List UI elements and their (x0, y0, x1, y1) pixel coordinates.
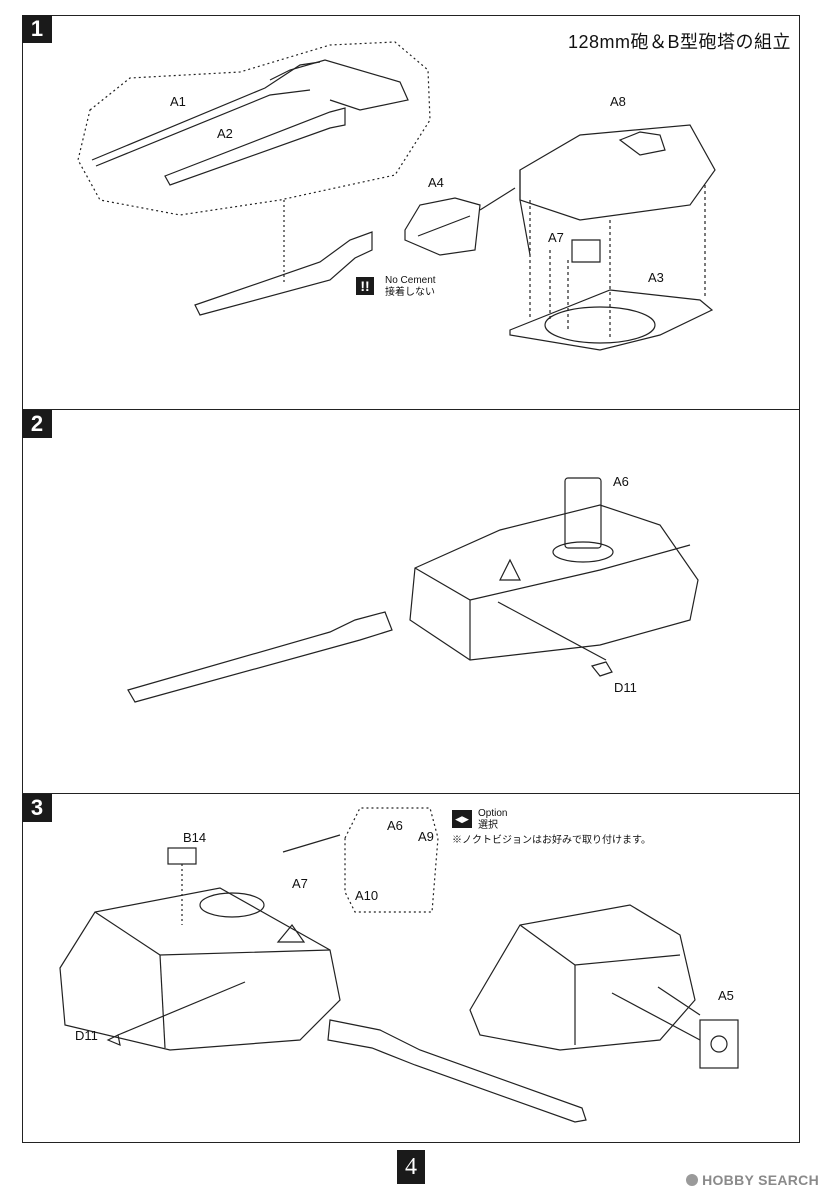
no-cement-note: No Cement 接着しない (385, 275, 436, 299)
no-cement-ja: 接着しない (385, 287, 435, 298)
part-label-a1: A1 (170, 94, 186, 109)
part-label-a8: A8 (610, 94, 626, 109)
instruction-frame (22, 15, 800, 1143)
watermark: HOBBY SEARCH (686, 1172, 819, 1188)
part-label-a5: A5 (718, 988, 734, 1003)
step-divider (22, 793, 800, 794)
part-label-a3: A3 (648, 270, 664, 285)
watermark-logo-icon (686, 1174, 699, 1186)
option-ja: 選択 (478, 820, 498, 831)
part-label-a6: A6 (613, 474, 629, 489)
part-label-a2: A2 (217, 126, 233, 141)
part-label-d11: D11 (75, 1028, 98, 1043)
option-note: Option 選択 (478, 808, 507, 832)
watermark-text: HOBBY SEARCH (702, 1172, 819, 1188)
step-2-badge: 2 (22, 410, 52, 438)
part-label-a7: A7 (292, 876, 308, 891)
part-label-a4: A4 (428, 175, 444, 190)
step-3-badge: 3 (22, 794, 52, 822)
option-icon: ◀▶ (452, 810, 472, 828)
part-label-a10: A10 (355, 888, 379, 903)
part-label-d11: D11 (614, 680, 637, 695)
step-divider (22, 409, 800, 410)
part-label-a7: A7 (548, 230, 564, 245)
option-en: Option (478, 808, 508, 819)
part-label-b14: B14 (183, 830, 207, 845)
no-cement-icon: !! (356, 277, 374, 295)
option-nightvision-note: ※ノクトビジョンはお好みで取り付けます。 (452, 835, 651, 846)
part-label-a6: A6 (387, 818, 403, 833)
step-1-badge: 1 (22, 15, 52, 43)
page-number: 4 (397, 1150, 425, 1184)
page-title: 128mm砲＆B型砲塔の組立 (567, 32, 791, 52)
no-cement-en: No Cement (385, 275, 436, 286)
part-label-a9: A9 (418, 829, 434, 844)
